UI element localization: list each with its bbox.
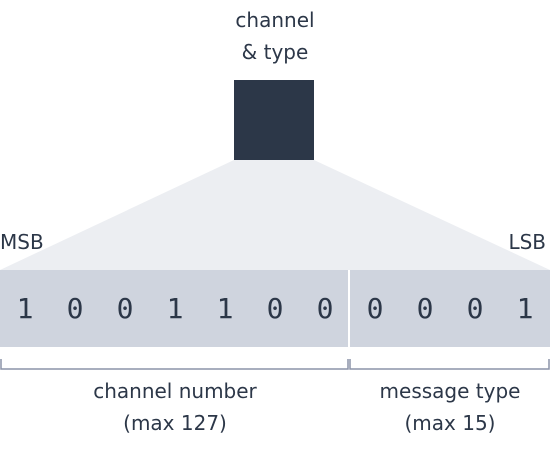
bit-6: 0 — [316, 292, 334, 325]
bit-0: 1 — [16, 292, 34, 325]
bit-5: 0 — [266, 292, 284, 325]
lsb-label: LSB — [508, 230, 546, 254]
bit-1: 0 — [66, 292, 84, 325]
byte-label: channel & type — [175, 4, 375, 68]
expansion-fan — [0, 160, 550, 270]
msb-label: MSB — [0, 230, 44, 254]
bit-4: 1 — [216, 292, 234, 325]
bit-band: 1 0 0 1 1 0 0 0 0 0 1 — [0, 270, 550, 347]
bit-7: 0 — [366, 292, 384, 325]
message-type-note: (max 15) — [404, 411, 496, 435]
message-type-name: message type — [379, 379, 521, 403]
bit-8: 0 — [416, 292, 434, 325]
channel-number-note: (max 127) — [123, 411, 227, 435]
type-bracket — [349, 359, 550, 370]
byte-label-line1: channel — [235, 8, 315, 32]
message-type-label: message type (max 15) — [350, 375, 550, 439]
byte-label-line2: & type — [241, 40, 309, 64]
channel-number-label: channel number (max 127) — [75, 375, 275, 439]
fan-shape — [0, 160, 550, 270]
bit-9: 0 — [466, 292, 484, 325]
byte-square — [234, 80, 314, 160]
field-brackets — [0, 359, 550, 370]
field-divider — [348, 270, 350, 347]
bit-10: 1 — [516, 292, 534, 325]
bit-2: 0 — [116, 292, 134, 325]
bit-3: 1 — [166, 292, 184, 325]
channel-bracket — [0, 359, 349, 370]
channel-number-name: channel number — [93, 379, 257, 403]
